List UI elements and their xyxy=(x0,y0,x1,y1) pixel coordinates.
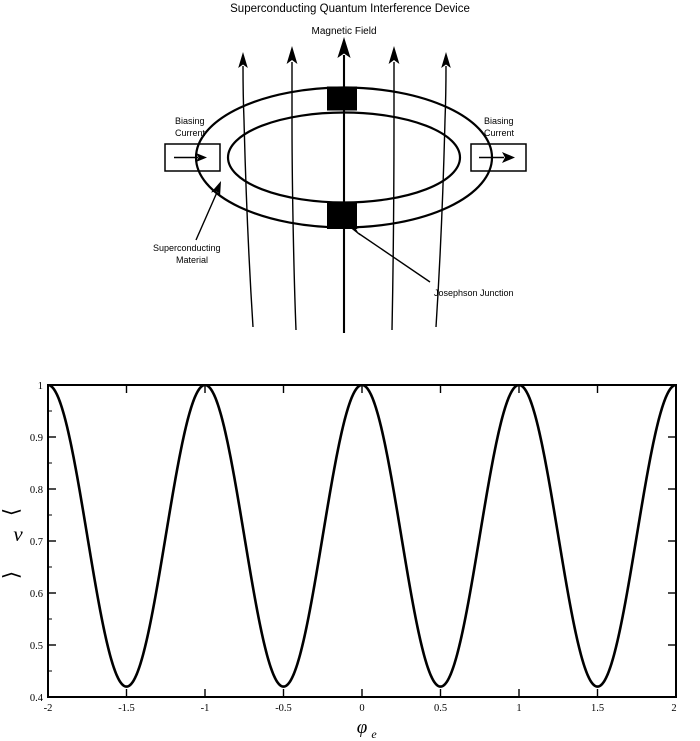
chart-x-tick-labels: -2 -1.5 -1 -0.5 0 0.5 1 1.5 2 xyxy=(44,703,677,714)
magnetic-field-lines xyxy=(238,37,451,333)
chart-y-ticks xyxy=(48,384,676,698)
y-label-symbol: ν xyxy=(13,522,23,546)
y-tick-label: 1 xyxy=(38,381,43,392)
bias-left-label-line1: Biasing xyxy=(175,116,205,126)
josephson-junction-bottom xyxy=(327,203,357,229)
bias-right-label-line1: Biasing xyxy=(484,116,514,126)
bias-left-arrow-icon xyxy=(174,153,207,162)
chart-data-curve xyxy=(48,385,676,688)
figure-title: Superconducting Quantum Interference Dev… xyxy=(230,3,470,15)
field-line-3-center xyxy=(337,37,351,333)
material-leader-line xyxy=(195,189,219,241)
y-tick-label: 0.5 xyxy=(30,641,43,652)
chart-y-tick-labels: 0.4 0.5 0.6 0.7 0.8 0.9 1 xyxy=(30,381,44,704)
magnetic-field-label: Magnetic Field xyxy=(311,26,376,37)
x-tick-label: 1 xyxy=(516,703,521,714)
bias-right-label-line2: Current xyxy=(484,128,515,138)
x-label-subscript: e xyxy=(371,727,377,741)
y-tick-label: 0.6 xyxy=(30,589,43,600)
x-label-symbol: φ xyxy=(357,717,368,738)
superconducting-material-annotation: Superconducting Material xyxy=(153,181,221,265)
y-tick-label: 0.4 xyxy=(30,693,44,704)
x-tick-label: -0.5 xyxy=(275,703,292,714)
y-tick-label: 0.9 xyxy=(30,433,43,444)
y-label-close-bracket: ⟩ xyxy=(0,571,23,579)
material-label-line1: Superconducting xyxy=(153,243,221,253)
y-tick-label: 0.8 xyxy=(30,485,43,496)
x-tick-label: 1.5 xyxy=(591,703,604,714)
x-tick-label: 0.5 xyxy=(434,703,447,714)
junction-arrowhead-icon xyxy=(348,226,362,236)
chart-plot-frame xyxy=(47,384,677,698)
field-line-2 xyxy=(286,46,298,331)
x-tick-label: -1 xyxy=(201,703,210,714)
junction-leader-line xyxy=(357,232,431,283)
bias-left-label-line2: Current xyxy=(175,128,206,138)
x-tick-label: -1.5 xyxy=(118,703,135,714)
bias-current-right: Biasing Current xyxy=(470,116,527,172)
material-arrowhead-icon xyxy=(211,181,221,197)
chart-y-minor-ticks xyxy=(48,410,52,672)
josephson-junction-top xyxy=(327,86,357,111)
junction-label: Josephson Junction xyxy=(434,288,514,298)
chart-y-axis-label: ⟨ ν ⟩ xyxy=(0,508,23,579)
field-line-1 xyxy=(238,52,254,328)
material-label-line2: Material xyxy=(176,255,208,265)
y-label-open-bracket: ⟨ xyxy=(0,508,23,516)
bias-current-left: Biasing Current xyxy=(164,116,221,172)
x-tick-label: -2 xyxy=(44,703,53,714)
x-tick-label: 0 xyxy=(359,703,364,714)
josephson-junction-annotation: Josephson Junction xyxy=(348,226,514,298)
y-tick-label: 0.7 xyxy=(30,537,43,548)
x-tick-label: 2 xyxy=(671,703,676,714)
ring-inner-ellipse xyxy=(226,111,462,204)
field-line-4 xyxy=(388,46,400,331)
chart-x-ticks xyxy=(47,385,677,697)
chart: -2 -1.5 -1 -0.5 0 0.5 1 1.5 2 0.4 0.5 0.… xyxy=(0,381,677,741)
chart-x-axis-label: φ e xyxy=(357,717,378,741)
field-line-5 xyxy=(435,52,451,328)
